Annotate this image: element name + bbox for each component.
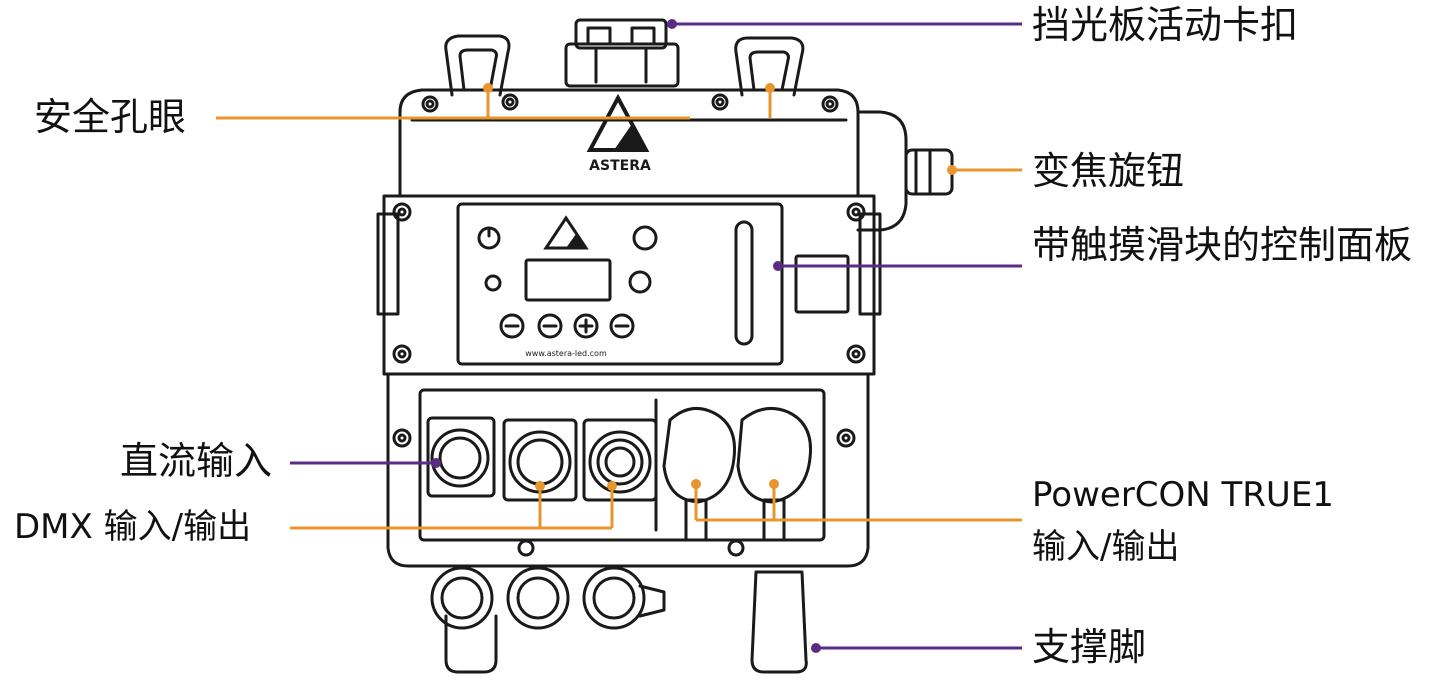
purple-dots: [431, 19, 821, 653]
label-support-feet: 支撑脚: [1032, 625, 1147, 669]
astera-logo: ASTERA: [586, 93, 651, 174]
label-powercon-line1: PowerCON TRUE1: [1032, 475, 1334, 515]
cable-glands: [430, 566, 666, 630]
left-handle: [444, 34, 511, 97]
label-control-panel: 带触摸滑块的控制面板: [1032, 223, 1413, 267]
label-dc-input: 直流输入: [120, 439, 273, 483]
label-barn-door-clip: 挡光板活动卡扣: [1032, 3, 1299, 47]
dmx-out-connector: [582, 418, 658, 502]
logo-text: ASTERA: [589, 158, 651, 174]
purple-callouts: [290, 22, 1022, 650]
panel-url: www.astera-led.com: [525, 349, 607, 358]
orange-dots: [483, 83, 957, 491]
support-feet: [444, 570, 808, 674]
label-powercon-line2: 输入/输出: [1032, 527, 1180, 567]
label-zoom-knob: 变焦旋钮: [1032, 149, 1185, 193]
main-body: [376, 194, 882, 376]
zoom-knob: [856, 110, 954, 232]
control-panel: [456, 202, 784, 366]
connector-bay: [386, 372, 870, 568]
panel-logo: [543, 215, 589, 250]
dc-input-connector: [426, 416, 496, 498]
right-handle: [734, 36, 805, 97]
label-dmx-io: DMX 输入/输出: [14, 507, 252, 547]
barn-door-clip: [564, 18, 680, 88]
label-safety-eyelets: 安全孔眼: [34, 95, 187, 139]
